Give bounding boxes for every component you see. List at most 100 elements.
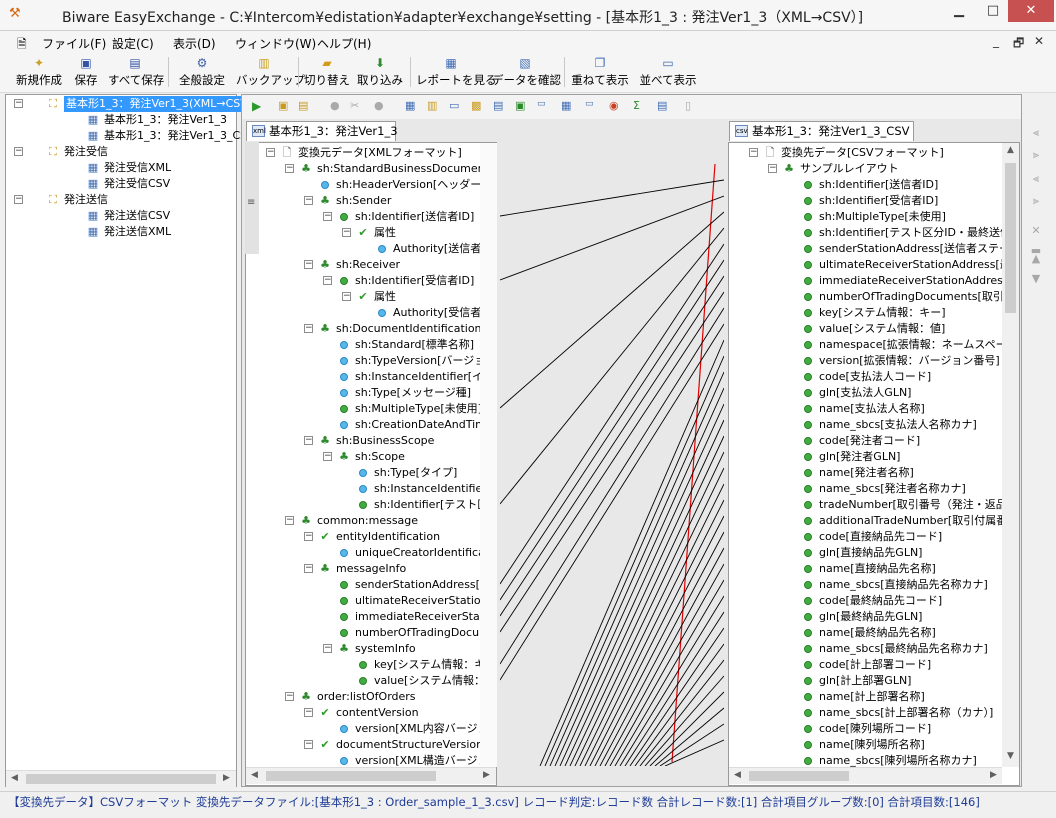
mapping-line[interactable] <box>664 739 724 766</box>
import-button[interactable]: ⬇取り込み <box>356 55 404 91</box>
collapse-toggle-icon[interactable]: − <box>749 147 758 157</box>
scroll-left-arrow-icon[interactable]: ◀ <box>11 773 18 783</box>
tree-node[interactable]: name[最終納品先名称] <box>729 625 1002 641</box>
tree-node[interactable]: Authority[送信者ID: <box>246 241 480 257</box>
tree-node[interactable]: sh:Type[メッセージ種] <box>246 385 480 401</box>
tree-node[interactable]: −♣order:listOfOrders <box>246 689 480 705</box>
gutter-grip-icon[interactable]: ≡ <box>247 197 256 208</box>
delete-icon[interactable]: ✕ <box>1031 224 1041 237</box>
tree-node[interactable]: −✔属性 <box>246 289 480 305</box>
tree-node[interactable]: senderStationAddress[送信: <box>246 577 480 593</box>
align-left-icon[interactable]: ⫷ <box>1032 126 1040 139</box>
tree-node[interactable]: sh:HeaderVersion[ヘッダーバージ <box>246 177 480 193</box>
project-tree-item[interactable]: ▦基本形1_3：発注Ver1_3_CSV <box>6 128 255 144</box>
tree-node[interactable]: −♣sh:DocumentIdentification <box>246 321 480 337</box>
collapse-icon[interactable]: ▬ <box>1030 244 1042 257</box>
tree-node[interactable]: Authority[受信者ID: <box>246 305 480 321</box>
tree-node[interactable]: −🗋変換元データ[XMLフォーマット] <box>246 145 480 161</box>
collapse-toggle-icon[interactable]: − <box>768 163 777 173</box>
tree-node[interactable]: sh:TypeVersion[バージョン] <box>246 353 480 369</box>
mdi-minimize-button[interactable]: _ <box>993 34 999 48</box>
source-hscrollbar[interactable]: ◀ ▶ <box>246 767 496 784</box>
mapping-line[interactable] <box>579 467 724 766</box>
mapping-line[interactable] <box>589 499 724 766</box>
project-tree-item[interactable]: −⛶発注送信 <box>6 192 236 208</box>
mapping-line[interactable] <box>619 595 724 766</box>
mapping-line[interactable] <box>549 371 724 766</box>
tree-node[interactable]: code[直接納品先コード] <box>729 529 1002 545</box>
tree-node[interactable]: key[システム情報：キー] <box>729 305 1002 321</box>
tree-node[interactable]: name_sbcs[計上部署名称（カナ）] <box>729 705 1002 721</box>
tree-node[interactable]: −♣sh:BusinessScope <box>246 433 480 449</box>
tree-node[interactable]: senderStationAddress[送信者ステーション <box>729 241 1002 257</box>
target-hscrollbar[interactable]: ◀ ▶ <box>729 767 1002 784</box>
tree-node[interactable]: tradeNumber[取引番号（発注・返品）] <box>729 497 1002 513</box>
scroll-down-arrow-icon[interactable]: ▼ <box>1007 751 1014 761</box>
collapse-toggle-icon[interactable]: − <box>304 195 313 205</box>
fn-9-icon[interactable]: ▭ <box>585 99 594 109</box>
collapse-toggle-icon[interactable]: − <box>14 98 23 108</box>
tree-node[interactable]: −🗋変換先データ[CSVフォーマット] <box>729 145 1002 161</box>
tree-node[interactable]: −♣sh:StandardBusinessDocumentHea <box>246 161 480 177</box>
collapse-toggle-icon[interactable]: − <box>323 643 332 653</box>
fn-8-icon[interactable]: ▦ <box>561 99 572 112</box>
tree-node[interactable]: code[計上部署コード] <box>729 657 1002 673</box>
fn-13-icon[interactable]: ▯ <box>685 99 692 112</box>
mapping-line[interactable] <box>500 211 724 409</box>
tree-node[interactable]: numberOfTradingDocument <box>246 625 480 641</box>
move-down-icon[interactable]: ▼ <box>1031 272 1041 285</box>
mapping-line[interactable] <box>634 643 724 766</box>
collapse-toggle-icon[interactable]: − <box>304 323 313 333</box>
mdi-close-button[interactable]: ✕ <box>1034 34 1045 48</box>
tree-node[interactable]: −sh:Identifier[受信者ID] <box>246 273 480 289</box>
tree-node[interactable]: sh:Identifier[テスト区分II <box>246 497 480 513</box>
mapping-line[interactable] <box>639 659 724 766</box>
collapse-toggle-icon[interactable]: − <box>285 163 294 173</box>
tree-node[interactable]: ultimateReceiverStationAddress[最終受信 <box>729 257 1002 273</box>
mapping-line[interactable] <box>500 179 724 217</box>
tree-node[interactable]: −sh:Identifier[送信者ID] <box>246 209 480 225</box>
scroll-left-arrow-icon[interactable]: ◀ <box>734 770 741 780</box>
collapse-toggle-icon[interactable]: − <box>323 451 332 461</box>
tree-node[interactable]: sh:MultipleType[未使用] <box>729 209 1002 225</box>
tree-node[interactable]: −♣sh:Sender <box>246 193 480 209</box>
move-up-icon[interactable]: ▲ <box>1031 252 1041 265</box>
tree-node[interactable]: code[支払法人コード] <box>729 369 1002 385</box>
fn-7-icon[interactable]: ▭ <box>537 99 546 109</box>
menu-help[interactable]: ヘルプ(H) <box>317 37 372 51</box>
tree-node[interactable]: code[発注者コード] <box>729 433 1002 449</box>
menu-settings[interactable]: 設定(C) <box>112 37 154 51</box>
backup-button[interactable]: ▥バックアップ <box>236 55 305 91</box>
project-tree-item[interactable]: ▦基本形1_3：発注Ver1_3 <box>6 112 236 128</box>
tree-node[interactable]: −✔属性 <box>246 225 480 241</box>
scroll-thumb[interactable] <box>1005 163 1016 313</box>
unlink-icon[interactable]: ✂ <box>350 99 360 112</box>
collapse-toggle-icon[interactable]: − <box>342 291 351 301</box>
tree-node[interactable]: gln[直接納品先GLN] <box>729 545 1002 561</box>
mapping-line[interactable] <box>564 419 724 766</box>
mapping-line[interactable] <box>604 547 724 766</box>
tree-node[interactable]: immediateReceiverStationA <box>246 609 480 625</box>
fn-1-icon[interactable]: ▦ <box>405 99 416 112</box>
close-button[interactable]: ✕ <box>1008 0 1054 22</box>
mapping-line[interactable] <box>649 691 724 766</box>
check-data-button[interactable]: ▧データを確認 <box>492 55 561 91</box>
view-report-button[interactable]: ▦レポートを見る <box>416 55 497 91</box>
fn-4-icon[interactable]: ▩ <box>471 99 482 112</box>
fn-3-icon[interactable]: ▭ <box>449 99 460 112</box>
tree-node[interactable]: −♣systemInfo <box>246 641 480 657</box>
fn-2-icon[interactable]: ▥ <box>427 99 438 112</box>
tree-node[interactable]: code[最終納品先コード] <box>729 593 1002 609</box>
tree-node[interactable]: −✔documentStructureVersion <box>246 737 480 753</box>
cascade-button[interactable]: ❐重ねて表示 <box>570 55 630 91</box>
tree-node[interactable]: version[XML内容バージョン: <box>246 721 480 737</box>
tree-node[interactable]: value[システム情報：値] <box>246 673 480 689</box>
tree-node[interactable]: name[計上部署名称] <box>729 689 1002 705</box>
collapse-toggle-icon[interactable]: − <box>323 211 332 221</box>
align-right-icon[interactable]: ⫸ <box>1032 148 1040 161</box>
project-tree-item[interactable]: ▦発注受信CSV <box>6 176 236 192</box>
collapse-toggle-icon[interactable]: − <box>304 563 313 573</box>
mapping-line[interactable] <box>500 291 724 633</box>
tree-node[interactable]: gln[計上部署GLN] <box>729 673 1002 689</box>
